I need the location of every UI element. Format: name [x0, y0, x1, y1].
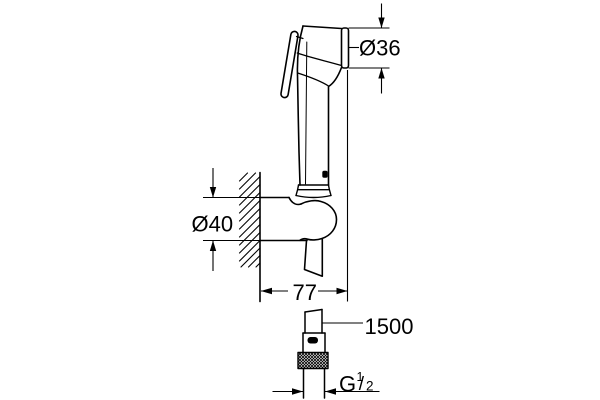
thread-letter: G [339, 372, 356, 397]
hose-break-cut [304, 308, 323, 313]
hose-end-assembly [297, 308, 329, 399]
lever-pivot-link [295, 35, 304, 40]
dim-hose-length: 1500 [322, 314, 413, 339]
dimension-annotations: Ø36 Ø40 77 1500 [192, 3, 413, 397]
dim-holder-depth: 77 [260, 70, 349, 305]
neck-curve-lower [297, 72, 330, 87]
knurled-nut [297, 351, 329, 370]
arrowhead-left [260, 287, 272, 295]
holder-cradle-dip [288, 196, 302, 206]
arrowhead-down [209, 187, 217, 198]
dim-label-head-diameter: Ø36 [359, 36, 401, 61]
handle-clip-detail [322, 170, 328, 178]
trigger-lever [280, 30, 299, 99]
handle-end-nut [295, 184, 332, 199]
head-to-handle-left-edge [296, 25, 304, 186]
hose-break-stub [303, 238, 324, 277]
thread-slash: / [359, 374, 365, 395]
arrowhead-right [292, 388, 303, 395]
product-views [238, 25, 350, 399]
head-top-edge [302, 25, 343, 30]
wall-hatching [238, 172, 261, 268]
handle-inner-line [305, 41, 308, 185]
thread-numerator: 1 [357, 370, 364, 384]
dim-thread-size: G 1 / 2 [272, 368, 380, 397]
dim-label-hose-length: 1500 [365, 314, 414, 339]
holder-knob-bulge [299, 199, 338, 242]
head-end-cap [340, 27, 350, 69]
dim-label-thread-size: G 1 / 2 [339, 368, 374, 397]
wall-section [238, 171, 261, 303]
dim-holder-diameter: Ø40 [192, 168, 260, 271]
thread-denominator: 2 [366, 379, 374, 394]
dim-label-holder-depth: 77 [293, 280, 317, 305]
arrowhead-up [378, 68, 385, 79]
arrowhead-up [209, 240, 217, 251]
shower-head-and-handle [280, 25, 350, 199]
wall-holder [259, 196, 338, 277]
neck-curve-upper [296, 52, 343, 67]
arrowhead-right [336, 287, 348, 295]
head-to-handle-right-edge [327, 66, 343, 186]
dim-label-holder-diameter: Ø40 [192, 212, 234, 237]
arrowhead-left [325, 388, 336, 395]
collar-detail [307, 337, 318, 344]
dim-head-diameter: Ø36 [348, 3, 401, 94]
arrowhead-down [378, 17, 385, 28]
